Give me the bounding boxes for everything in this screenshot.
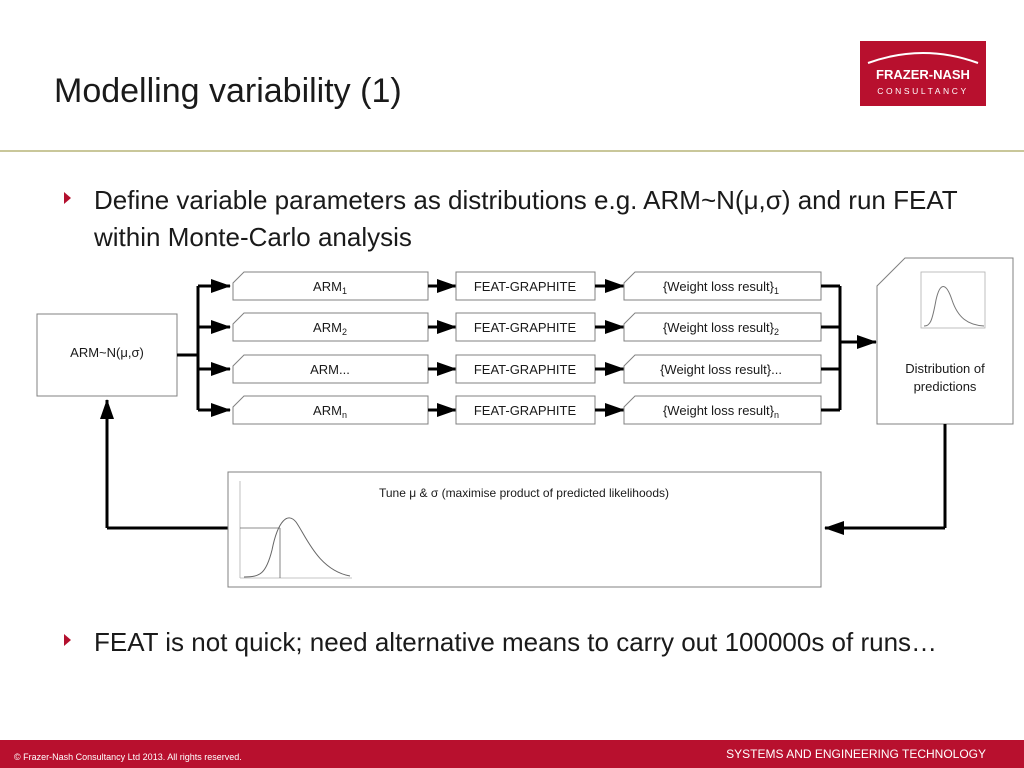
svg-text:{Weight loss result}n: {Weight loss result}n — [663, 403, 779, 420]
footer-copyright: © Frazer-Nash Consultancy Ltd 2013. All … — [14, 752, 242, 762]
monte-carlo-diagram: ARM~N(μ,σ) ARM1 FEAT-GRAPHITE {Weight lo… — [36, 257, 1014, 588]
slide-title: Modelling variability (1) — [54, 72, 402, 110]
diagram-row: ARM1 FEAT-GRAPHITE {Weight loss result}1 — [232, 271, 822, 301]
svg-text:{Weight loss result}...: {Weight loss result}... — [660, 362, 782, 377]
fan-out-connector — [177, 279, 231, 417]
bullet-arrow-icon — [64, 634, 71, 646]
footer-bar: © Frazer-Nash Consultancy Ltd 2013. All … — [0, 740, 1024, 768]
svg-text:Tune μ & σ (maximise product o: Tune μ & σ (maximise product of predicte… — [379, 486, 669, 500]
bullet-text: Define variable parameters as distributi… — [94, 185, 958, 252]
bullet-arrow-icon — [64, 192, 71, 204]
svg-text:CONSULTANCY: CONSULTANCY — [877, 86, 969, 96]
svg-text:ARM2: ARM2 — [313, 320, 347, 337]
svg-text:ARM1: ARM1 — [313, 279, 347, 296]
bullet-item: FEAT is not quick; need alternative mean… — [64, 624, 974, 661]
svg-text:FEAT-GRAPHITE: FEAT-GRAPHITE — [474, 362, 577, 377]
svg-text:{Weight loss result}1: {Weight loss result}1 — [663, 279, 779, 296]
footer-tagline: SYSTEMS AND ENGINEERING TECHNOLOGY — [726, 747, 986, 761]
svg-text:Distribution of: Distribution of — [905, 361, 985, 376]
svg-text:FRAZER-NASH: FRAZER-NASH — [876, 67, 970, 82]
svg-text:FEAT-GRAPHITE: FEAT-GRAPHITE — [474, 403, 577, 418]
svg-text:predictions: predictions — [914, 379, 977, 394]
bullet-text: FEAT is not quick; need alternative mean… — [94, 627, 938, 657]
svg-text:ARM~N(μ,σ): ARM~N(μ,σ) — [70, 345, 144, 360]
svg-text:ARM...: ARM... — [310, 362, 350, 377]
source-distribution-box: ARM~N(μ,σ) — [36, 313, 178, 397]
header-divider — [0, 150, 1024, 152]
output-distribution-box: Distribution of predictions — [876, 257, 1014, 425]
bullet-item: Define variable parameters as distributi… — [64, 182, 974, 256]
feedback-loop-connector — [100, 399, 947, 535]
svg-text:FEAT-GRAPHITE: FEAT-GRAPHITE — [474, 320, 577, 335]
svg-text:FEAT-GRAPHITE: FEAT-GRAPHITE — [474, 279, 577, 294]
fan-in-connector — [821, 284, 877, 412]
diagram-row: ARM2 FEAT-GRAPHITE {Weight loss result}2 — [232, 312, 822, 342]
svg-text:ARMn: ARMn — [313, 403, 347, 420]
svg-text:{Weight loss result}2: {Weight loss result}2 — [663, 320, 779, 337]
frazer-nash-logo: FRAZER-NASH CONSULTANCY — [860, 41, 986, 106]
diagram-row: ARM... FEAT-GRAPHITE {Weight loss result… — [232, 354, 822, 384]
diagram-row: ARMn FEAT-GRAPHITE {Weight loss result}n — [232, 395, 822, 425]
tune-parameters-box: Tune μ & σ (maximise product of predicte… — [227, 471, 822, 588]
